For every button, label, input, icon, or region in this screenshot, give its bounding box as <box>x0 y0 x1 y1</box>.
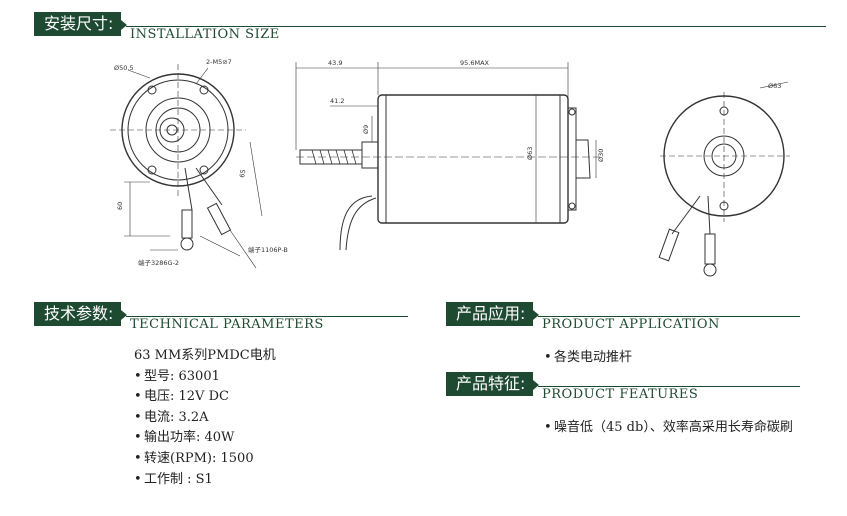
technical-subtitle: TECHNICAL PARAMETERS <box>130 317 324 332</box>
side-view <box>295 62 600 251</box>
bullet-icon: • <box>134 430 142 446</box>
rear-view <box>658 81 790 277</box>
param-series: 63 MM系列PMDC电机 <box>134 348 276 363</box>
bullet-icon: • <box>134 471 142 487</box>
label-dim-65: 65 <box>238 169 247 179</box>
installation-tab: 安装尺寸: <box>34 12 128 36</box>
label-dia-63-rear: Ø63 <box>768 82 781 90</box>
features-item: •噪音低（45 db）、效率高采用长寿命碳刷 <box>544 420 793 435</box>
installation-drawing: Ø50.5 2-M5⊘7 60 65 端子3286G-2 端子1106P-B 4… <box>110 58 790 277</box>
features-header: 产品特征: PRODUCT FEATURES <box>446 372 806 402</box>
application-header: 产品应用: PRODUCT APPLICATION <box>446 302 806 332</box>
label-len-43: 43.9 <box>328 59 342 67</box>
label-front-dia: Ø50.5 <box>114 64 134 72</box>
label-dia-9: Ø9 <box>362 125 370 134</box>
label-dia-30: Ø30 <box>597 149 605 162</box>
bullet-icon: • <box>134 368 142 384</box>
technical-rule <box>126 316 408 317</box>
installation-header: 安装尺寸: INSTALLATION SIZE <box>34 12 834 42</box>
features-tab: 产品特征: <box>446 372 540 396</box>
technical-tab: 技术参数: <box>34 302 128 326</box>
label-terminal-2: 端子1106P-B <box>248 245 288 254</box>
param-speed: •转速(RPM): 1500 <box>134 449 276 470</box>
label-dim-60: 60 <box>116 202 124 210</box>
param-current: •电流: 3.2A <box>134 408 276 429</box>
application-rule <box>538 316 800 317</box>
application-tab: 产品应用: <box>446 302 540 326</box>
features-subtitle: PRODUCT FEATURES <box>542 387 699 402</box>
param-list: 63 MM系列PMDC电机 •型号: 63001 •电压: 12V DC •电流… <box>134 346 276 490</box>
technical-header: 技术参数: TECHNICAL PARAMETERS <box>34 302 414 332</box>
label-len-95: 95.6MAX <box>460 59 490 67</box>
bullet-icon: • <box>134 409 142 425</box>
bullet-icon: • <box>544 350 552 365</box>
label-holes: 2-M5⊘7 <box>206 58 232 66</box>
label-len-41: 41.2 <box>330 97 344 105</box>
application-item: •各类电动推杆 <box>544 350 633 365</box>
installation-subtitle: INSTALLATION SIZE <box>130 27 280 42</box>
label-terminal-1: 端子3286G-2 <box>138 258 179 267</box>
param-duty: •工作制 : S1 <box>134 470 276 491</box>
param-model: •型号: 63001 <box>134 367 276 388</box>
bullet-icon: • <box>134 450 142 466</box>
bullet-icon: • <box>134 389 142 405</box>
features-rule <box>538 386 800 387</box>
label-dia-63-body: Ø63 <box>526 147 534 160</box>
front-view <box>110 64 263 269</box>
installation-rule <box>126 26 826 27</box>
param-voltage: •电压: 12V DC <box>134 387 276 408</box>
bullet-icon: • <box>544 420 552 435</box>
param-power: •输出功率: 40W <box>134 428 276 449</box>
application-subtitle: PRODUCT APPLICATION <box>542 317 720 332</box>
